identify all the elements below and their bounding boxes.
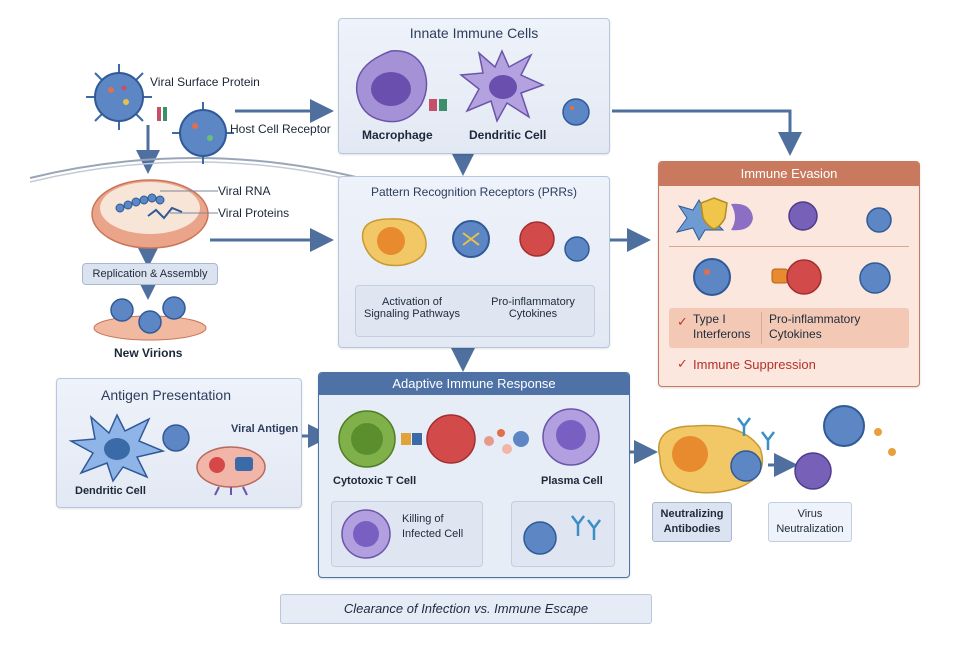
antigen-presenting-cell-icon [196,446,266,496]
prr-virus-icon [452,220,490,258]
tcell-receptor-icon [401,433,422,445]
label-antigen-dendritic-cell: Dendritic Cell [75,485,146,497]
label-replication-assembly: Replication & Assembly [92,268,208,280]
new-virions-icon [93,296,207,341]
infected-cell-icon [361,218,427,267]
label-macrophage: Macrophage [362,128,433,142]
neutral-virus-a-icon [823,405,865,447]
check-icon-1: ✓ [677,314,688,329]
label-cytotoxic-t-cell: Cytotoxic T Cell [333,475,417,487]
neutral-virus-b-icon [794,452,832,490]
evasion-virus-a-icon [788,201,818,231]
evasion-virus-d-icon [859,262,891,294]
label-activation: Activation of Signaling Pathways [363,296,460,320]
prr-title: Pattern Recognition Receptors (PRRs) [370,185,578,199]
free-antibodies-icon [737,417,775,450]
innate-title: Innate Immune Cells [409,25,539,41]
antigen-title: Antigen Presentation [101,387,231,403]
evasion-cytokine-box: ✓ Type I Interferons Pro-inflammatory Cy… [669,308,909,348]
adaptive-immune-panel: Adaptive Immune Response Cytotoxic T Cel… [318,372,630,578]
evasion-header: Immune Evasion [659,162,919,186]
host-cell-icon [91,179,209,249]
killing-box: Killing of Infected Cell [331,501,483,567]
prr-panel: Pattern Recognition Receptors (PRRs) Act… [338,176,610,348]
antibody-virus-icon [523,521,557,555]
label-pro-inflammatory: Pro-inflammatory Cytokines [491,296,575,320]
replication-assembly-badge: Replication & Assembly [82,263,218,285]
host-membrane [29,157,361,183]
adaptive-title: Adaptive Immune Response [392,376,556,391]
immune-evasion-panel: Immune Evasion ✓ Type I Interferons Pro-… [658,161,920,387]
label-virus-neutralization: Virus Neutralization [776,508,844,535]
virus-small-icon [562,98,590,126]
label-type-i-interferons: Type I Interferons [693,312,751,341]
label-new-virions: New Virions [114,346,183,360]
evasion-box-divider [761,312,762,344]
label-pro-inflammatory-cytokines: Pro-inflammatory Cytokines [769,312,861,341]
evasion-virus-b-icon [866,207,892,233]
virus-particle-icon [86,64,152,130]
label-dendritic-cell: Dendritic Cell [469,128,547,142]
label-viral-proteins: Viral Proteins [218,206,290,220]
virus-neutralization-badge: Virus Neutralization [768,502,852,542]
orange-particles-icon [874,428,896,456]
label-viral-rna: Viral RNA [218,184,271,198]
neutralizing-cell-icon [658,424,764,494]
label-viral-antigen: Viral Antigen [231,423,299,435]
infected-target-cell-icon [426,414,476,464]
label-plasma-cell: Plasma Cell [541,475,603,487]
antigen-dendritic-cell-icon [68,413,166,483]
receptor-icon [157,107,167,121]
innate-immune-panel: Innate Immune Cells Macrophage Dendritic… [338,18,610,154]
antigen-presentation-panel: Antigen Presentation Viral Antigen Dendr… [56,378,302,508]
killed-cell-icon [341,509,391,559]
label-immune-suppression: Immune Suppression [693,357,816,372]
prr-signaling-box: Activation of Signaling Pathways Pro-inf… [355,285,595,337]
evasion-title: Immune Evasion [740,166,838,181]
evasion-red-virus-icon [786,259,822,295]
evasion-virus-c-icon [693,258,731,296]
debris-icon [484,429,529,454]
bound-virus-icon [172,102,234,164]
neutralizing-antibodies-badge: Neutralizing Antibodies [652,502,732,542]
evasion-purple-cell-icon [731,203,753,231]
cytotoxic-t-cell-icon [338,410,396,468]
check-icon-2: ✓ [677,356,688,371]
adaptive-header: Adaptive Immune Response [319,373,629,395]
clearance-banner: Clearance of Infection vs. Immune Escape [280,594,652,624]
label-killing: Killing of Infected Cell [402,513,464,540]
arrow-innate-to-evasion [612,109,802,156]
antibody-box [511,501,615,567]
label-neutralizing-antibodies: Neutralizing Antibodies [660,508,724,535]
macrophage-icon [355,50,428,123]
dendritic-cell-icon [459,49,545,123]
red-virus-icon [519,221,555,257]
small-virus-icon [564,236,590,262]
antigen-virus-icon [162,424,190,452]
label-viral-surface-protein: Viral Surface Protein [150,75,260,89]
shield-icon [700,197,728,230]
receptor-pair-icon [429,99,447,111]
evasion-divider [669,246,909,247]
antibody-icon [571,515,601,540]
plasma-cell-icon [542,408,600,466]
label-clearance: Clearance of Infection vs. Immune Escape [343,601,589,616]
label-host-cell-receptor: Host Cell Receptor [230,122,331,136]
pointer-lines [160,190,218,214]
